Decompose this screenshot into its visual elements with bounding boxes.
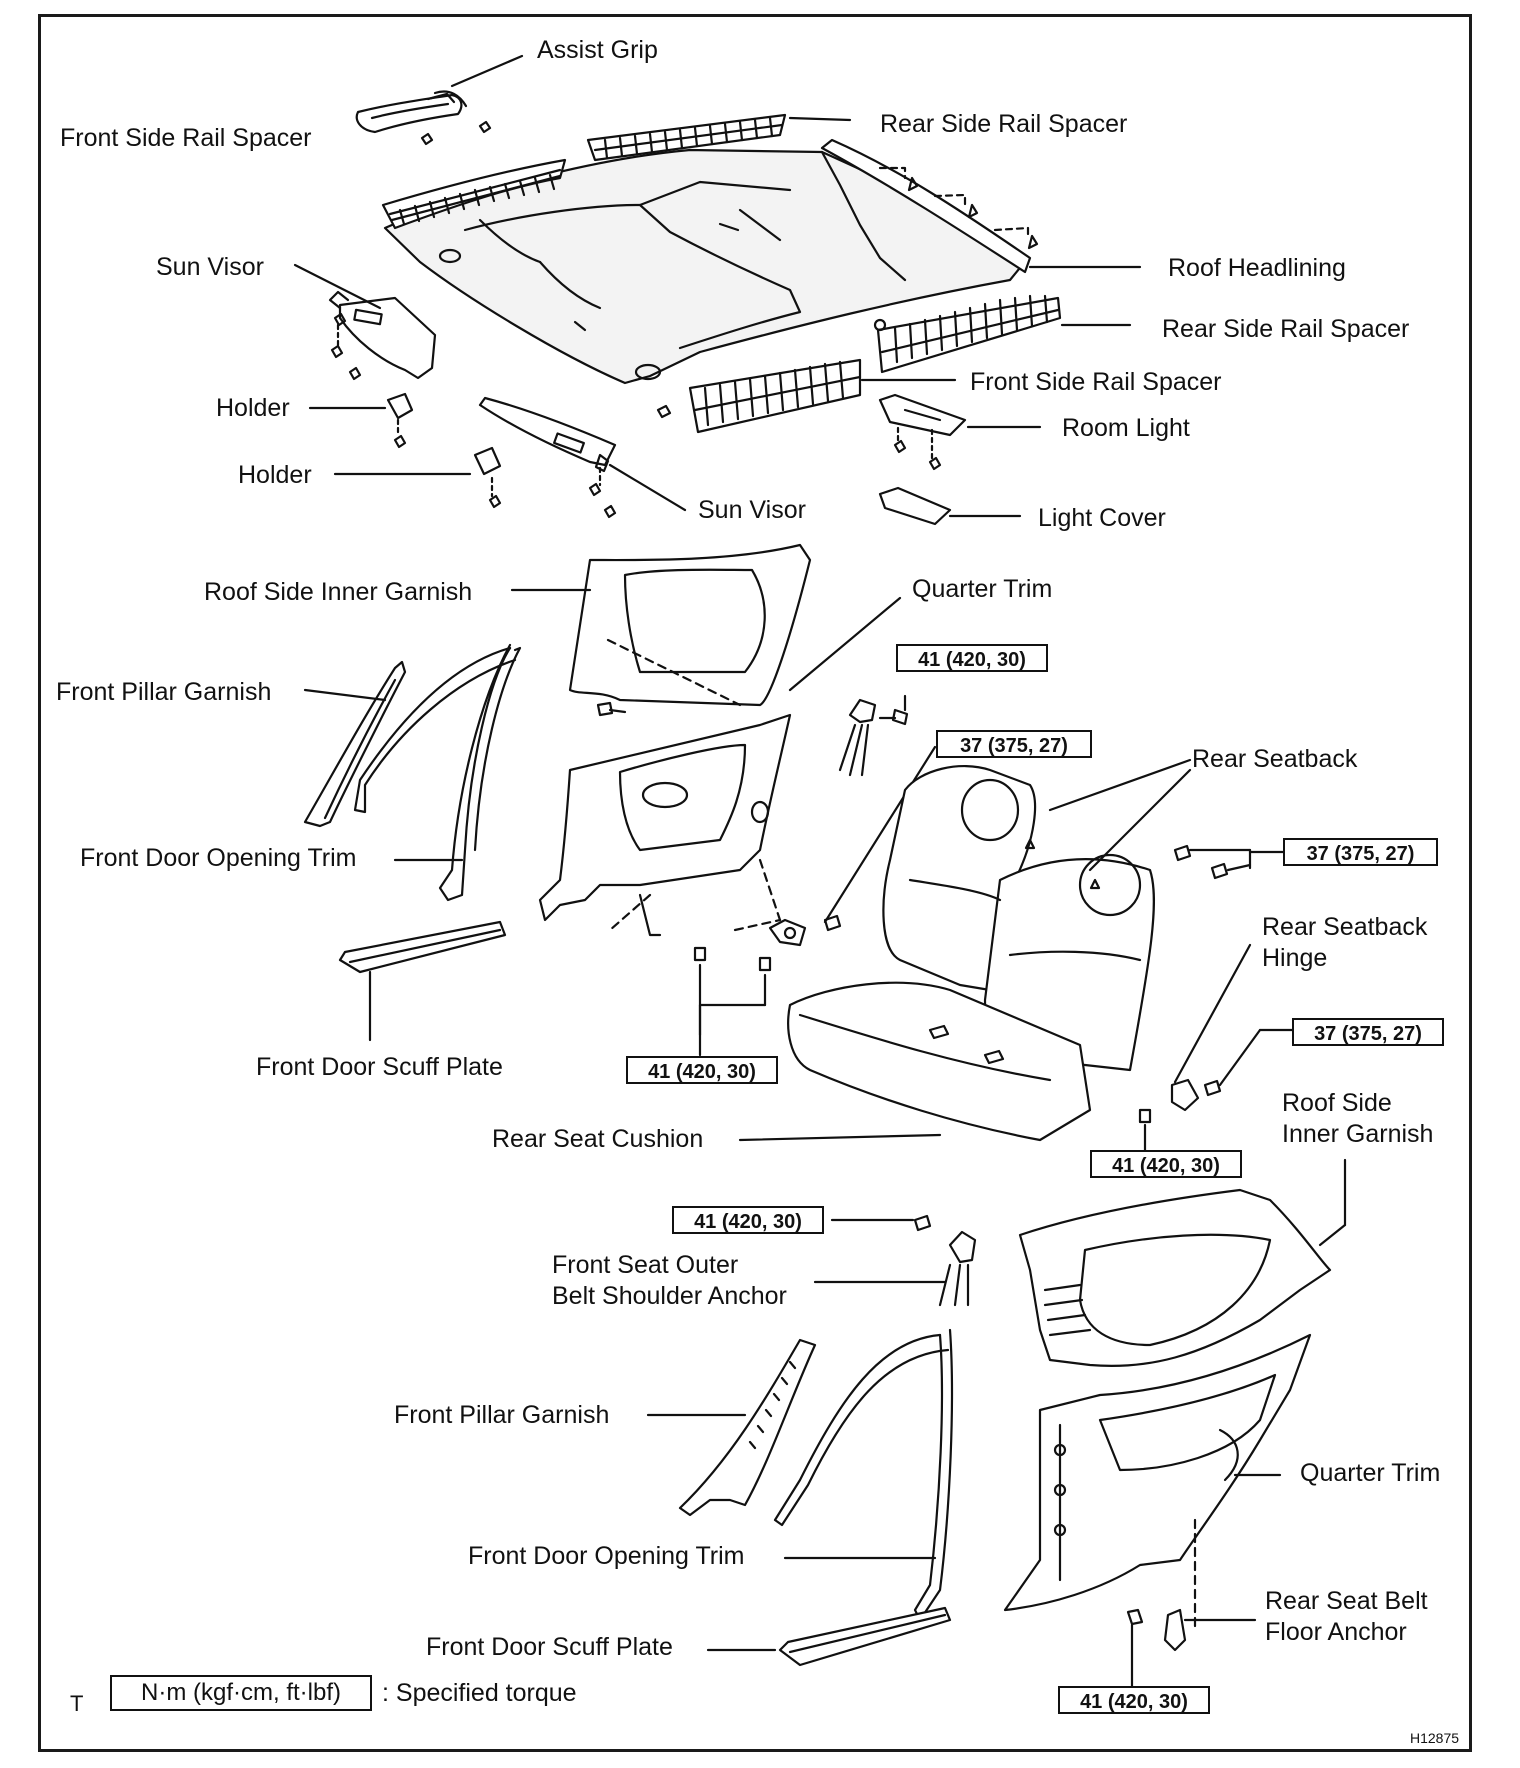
label-roof-side-inner-garnish-right-line1: Roof Side: [1282, 1089, 1392, 1117]
sun-visor-right-part: [478, 396, 687, 519]
front-door-opening-trim-left-part: [353, 643, 522, 902]
torque-box-seatback-upper: 37 (375, 27): [1283, 838, 1438, 866]
front-pillar-garnish-bottom-part: [646, 1338, 817, 1517]
quarter-trim-bracket-part: [693, 745, 937, 1057]
sun-visor-left-part: [293, 263, 437, 381]
label-sun-visor-right: Sun Visor: [698, 496, 806, 524]
label-sun-visor-left: Sun Visor: [156, 253, 264, 281]
label-front-pillar-garnish-bottom: Front Pillar Garnish: [394, 1401, 610, 1429]
label-rear-side-rail-spacer-right: Rear Side Rail Spacer: [1162, 315, 1410, 343]
assist-grip-part: [355, 54, 524, 146]
label-roof-headlining: Roof Headlining: [1168, 254, 1346, 282]
diagram-frame: [38, 14, 1472, 1752]
rear-seatback-hinge-part: [1138, 943, 1294, 1152]
front-door-scuff-plate-left-part: [338, 920, 507, 1042]
light-cover-part: [878, 486, 1022, 526]
rear-seat-belt-floor-anchor-part: [1126, 1608, 1257, 1702]
roof-headlining-part: [383, 148, 1030, 385]
label-light-cover: Light Cover: [1038, 504, 1166, 532]
front-pillar-garnish-left-part: [303, 660, 407, 828]
legend-description: : Specified torque: [382, 1679, 577, 1707]
torque-box-floor-anchor: 41 (420, 30): [1058, 1686, 1210, 1714]
legend-torque-symbol: T: [70, 1691, 84, 1716]
holder-1-part: [308, 392, 414, 449]
label-front-seat-outer-belt-line2: Belt Shoulder Anchor: [552, 1282, 787, 1310]
label-assist-grip: Assist Grip: [537, 36, 658, 64]
quarter-trim-left-part: [538, 596, 902, 937]
label-front-side-rail-spacer-mid: Front Side Rail Spacer: [970, 368, 1222, 396]
front-side-rail-spacer-mid-part: [656, 358, 957, 434]
torque-box-quarter-trim-bolt: 37 (375, 27): [936, 730, 1092, 758]
rear-seat-cushion-part: [738, 981, 1092, 1142]
torque-box-hinge-lower: 41 (420, 30): [1090, 1150, 1242, 1178]
rear-roof-rail-part: [820, 138, 1142, 274]
label-front-seat-outer-belt-line1: Front Seat Outer: [552, 1251, 739, 1279]
label-front-door-opening-trim-bottom: Front Door Opening Trim: [468, 1542, 745, 1570]
label-room-light: Room Light: [1062, 414, 1190, 442]
label-holder-1: Holder: [216, 394, 290, 422]
roof-side-inner-garnish-right-part: [1018, 1158, 1347, 1368]
label-front-door-opening-trim-left: Front Door Opening Trim: [80, 844, 357, 872]
torque-box-belt-shoulder: 41 (420, 30): [672, 1206, 824, 1234]
label-rear-seatback-hinge-line1: Rear Seatback: [1262, 913, 1428, 941]
label-roof-side-inner-garnish-right-line2: Inner Garnish: [1282, 1120, 1434, 1148]
label-quarter-trim-right: Quarter Trim: [1300, 1459, 1441, 1487]
seatback-upper-bolts-part: [1173, 844, 1285, 880]
label-rear-seatback-hinge-line2: Hinge: [1262, 944, 1328, 972]
front-seat-outer-belt-shoulder-anchor-part: [813, 1214, 977, 1307]
label-holder-2: Holder: [238, 461, 312, 489]
label-rear-seat-cushion: Rear Seat Cushion: [492, 1125, 704, 1153]
label-front-side-rail-spacer-top: Front Side Rail Spacer: [60, 124, 312, 152]
label-roof-side-inner-garnish-left: Roof Side Inner Garnish: [204, 578, 473, 606]
torque-box-quarter-trim-anchor: 41 (420, 30): [896, 644, 1048, 672]
roof-side-inner-garnish-left-part: [510, 543, 812, 717]
legend-unit-box: N·m (kgf·cm, ft·lbf): [110, 1675, 372, 1711]
label-rear-seat-belt-floor-anchor-line1: Rear Seat Belt: [1265, 1587, 1428, 1615]
room-light-part: [878, 393, 1042, 471]
label-front-door-scuff-plate-bottom: Front Door Scuff Plate: [426, 1633, 673, 1661]
rear-seatback-part: [882, 758, 1192, 1072]
rear-side-rail-spacer-right-part: [873, 294, 1132, 374]
label-front-door-scuff-plate-left: Front Door Scuff Plate: [256, 1053, 503, 1081]
front-side-rail-spacer-top-part: [381, 158, 567, 230]
label-front-pillar-garnish-left: Front Pillar Garnish: [56, 678, 272, 706]
label-rear-seat-belt-floor-anchor-line2: Floor Anchor: [1265, 1618, 1407, 1646]
holder-2-part: [333, 446, 502, 509]
quarter-trim-right-part: [1003, 1333, 1312, 1632]
label-rear-side-rail-spacer-top: Rear Side Rail Spacer: [880, 110, 1128, 138]
torque-box-lower-trim: 41 (420, 30): [626, 1056, 778, 1084]
figure-code: H12875: [1410, 1730, 1460, 1746]
seat-belt-anchor-upper-part: [838, 694, 909, 777]
torque-box-seatback-hinge: 37 (375, 27): [1292, 1018, 1444, 1046]
label-rear-seatback: Rear Seatback: [1192, 745, 1358, 773]
rear-side-rail-spacer-top-part: [586, 113, 852, 162]
front-door-scuff-plate-bottom-part: [706, 1606, 952, 1667]
label-quarter-trim-top: Quarter Trim: [912, 575, 1053, 603]
